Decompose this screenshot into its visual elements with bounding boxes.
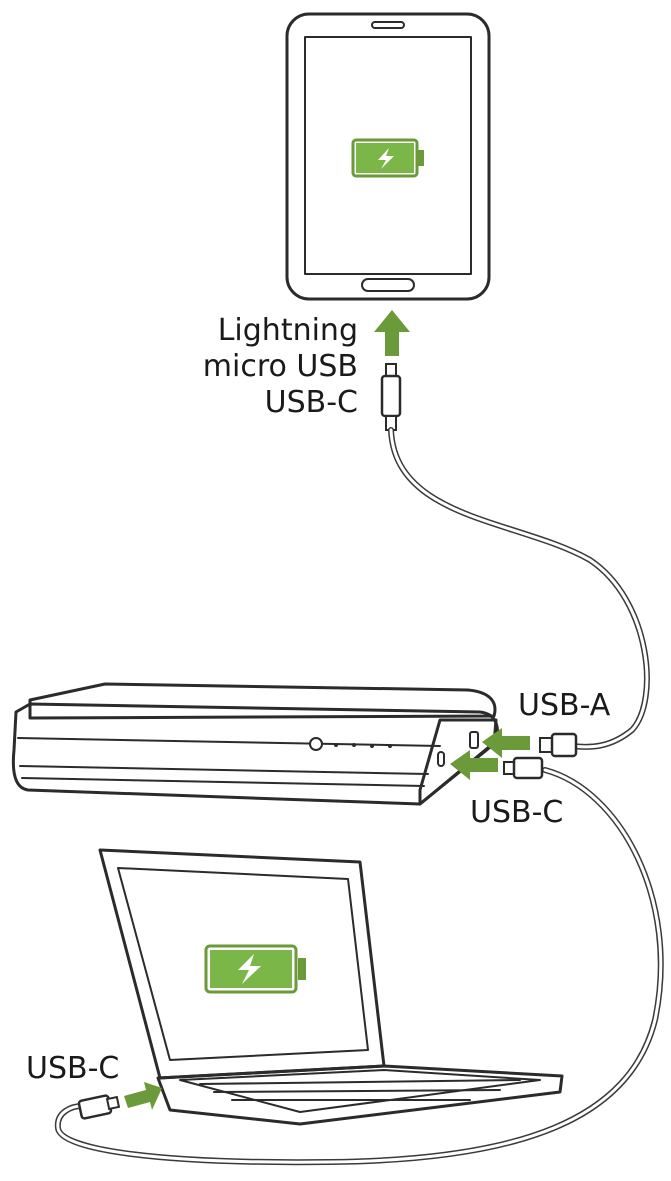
usb-c-laptop-label: USB-C [26, 1051, 119, 1086]
tablet-connector-label-lightning: Lightning [218, 313, 358, 348]
arrow-icon [450, 750, 498, 780]
usb-c-plug [77, 1094, 121, 1120]
led-indicator [388, 744, 392, 748]
usb-c-powerbank-label: USB-C [470, 795, 563, 830]
tablet-connector-label-micro-usb: micro USB [203, 349, 358, 384]
tablet [285, 12, 491, 301]
tablet-body [285, 12, 491, 301]
led-indicator [334, 743, 338, 747]
tablet-cable-plug [380, 363, 402, 431]
tablet-connector-label-usb-c: USB-C [265, 385, 358, 420]
usb-a-plug [539, 732, 578, 758]
power-button [309, 737, 323, 751]
battery-charging-icon [204, 944, 306, 994]
arrow-icon [374, 310, 410, 356]
led-indicator [370, 744, 374, 748]
tablet-screen [304, 36, 472, 275]
usb-a-label: USB-A [518, 688, 611, 723]
tablet-home-button [361, 278, 415, 292]
laptop [98, 848, 564, 1126]
usb-a-port [469, 731, 479, 749]
power-bank [11, 682, 499, 806]
led-indicator [352, 743, 356, 747]
usb-c-plug [503, 756, 544, 780]
arrow-icon [124, 1082, 162, 1110]
arrow-icon [482, 728, 530, 758]
usb-c-port [437, 751, 445, 767]
battery-charging-icon [351, 138, 424, 178]
tablet-speaker [371, 21, 405, 29]
cable-tablet-to-powerbank [388, 427, 650, 750]
cable-powerbank-to-laptop [54, 767, 664, 1166]
